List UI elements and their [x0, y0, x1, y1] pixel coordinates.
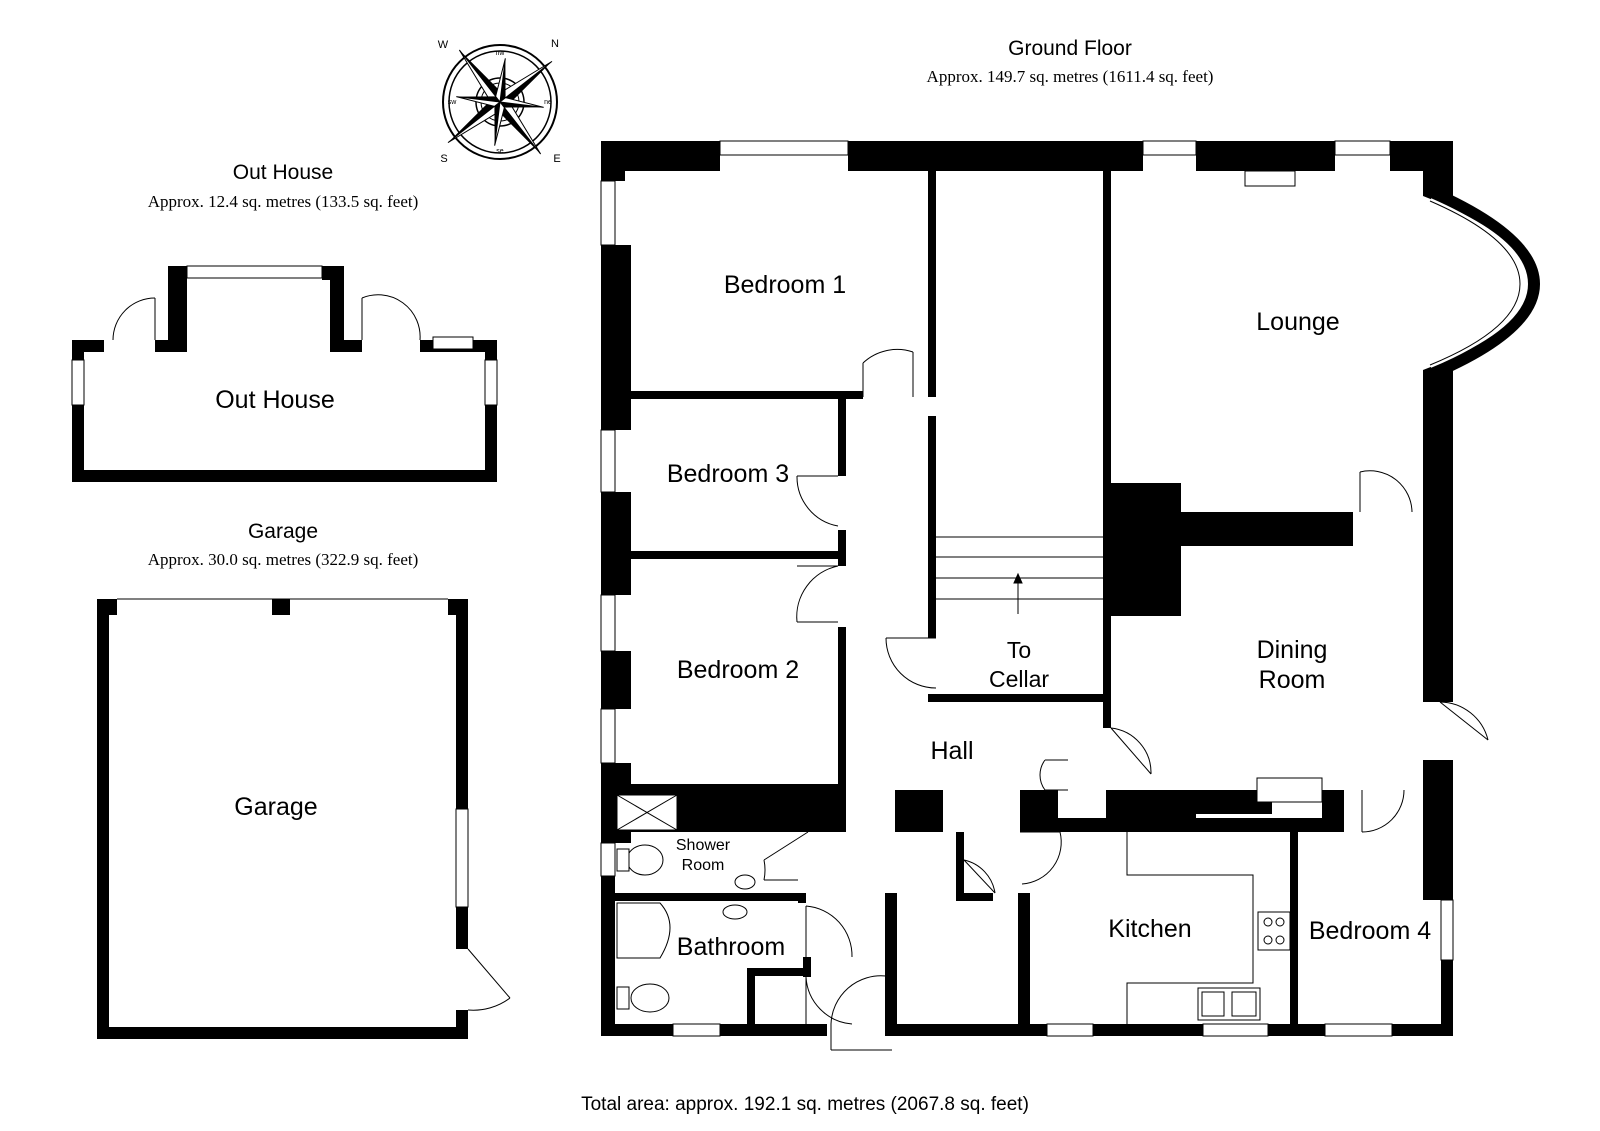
- lounge-bay-window: [1423, 182, 1540, 384]
- garage-area: Approx. 30.0 sq. metres (322.9 sq. feet): [148, 550, 419, 569]
- bedroom-1-label: Bedroom 1: [724, 271, 846, 299]
- compass-nw: nw: [496, 50, 506, 57]
- ground-floor-doors: [763, 348, 1489, 1051]
- compass-n: N: [551, 38, 559, 50]
- stairs: [936, 536, 1103, 614]
- out-house-plan: [72, 266, 497, 482]
- lounge-label: Lounge: [1256, 308, 1339, 336]
- garage-label: Garage: [234, 793, 317, 821]
- dining-room-label-2: Room: [1259, 666, 1326, 694]
- ground-floor-windows: [600, 140, 1454, 1037]
- garage-door: [467, 948, 511, 1011]
- cellar-label-2: Cellar: [989, 666, 1049, 692]
- out-house-doors: [112, 294, 421, 341]
- bedroom-2-label: Bedroom 2: [677, 656, 799, 684]
- total-area: Total area: approx. 192.1 sq. metres (20…: [581, 1094, 1029, 1115]
- compass-w: W: [438, 39, 449, 51]
- compass-rose-icon: [442, 44, 558, 160]
- bedroom-4-label: Bedroom 4: [1309, 917, 1431, 945]
- dining-room-label-1: Dining: [1257, 636, 1328, 664]
- hall-label: Hall: [930, 737, 973, 765]
- compass-se: se: [496, 148, 504, 155]
- garage-window: [455, 808, 469, 908]
- compass-sw: sw: [448, 99, 458, 106]
- compass-s: S: [440, 153, 447, 165]
- out-house-area: Approx. 12.4 sq. metres (133.5 sq. feet): [148, 192, 419, 211]
- bathroom-fixtures: [616, 794, 756, 1013]
- out-house-title: Out House: [233, 161, 333, 184]
- garage-title: Garage: [248, 520, 318, 543]
- garage-plan: [97, 599, 468, 1039]
- compass-ne: ne: [544, 99, 552, 106]
- ground-floor-internal-walls: [615, 171, 1298, 1036]
- bathroom-label: Bathroom: [677, 933, 785, 961]
- kitchen-label: Kitchen: [1108, 915, 1191, 943]
- cellar-label-1: To: [1007, 637, 1031, 663]
- kitchen-fixtures: [1126, 832, 1291, 1024]
- ground-floor-area: Approx. 149.7 sq. metres (1611.4 sq. fee…: [927, 67, 1214, 86]
- shower-room-label-1: Shower: [676, 837, 731, 854]
- out-house-windows: [71, 265, 498, 406]
- bedroom-3-label: Bedroom 3: [667, 460, 789, 488]
- shower-room-label-2: Room: [682, 857, 725, 874]
- out-house-label: Out House: [215, 386, 335, 414]
- compass-e: E: [553, 153, 560, 165]
- ground-floor-title: Ground Floor: [1008, 37, 1132, 60]
